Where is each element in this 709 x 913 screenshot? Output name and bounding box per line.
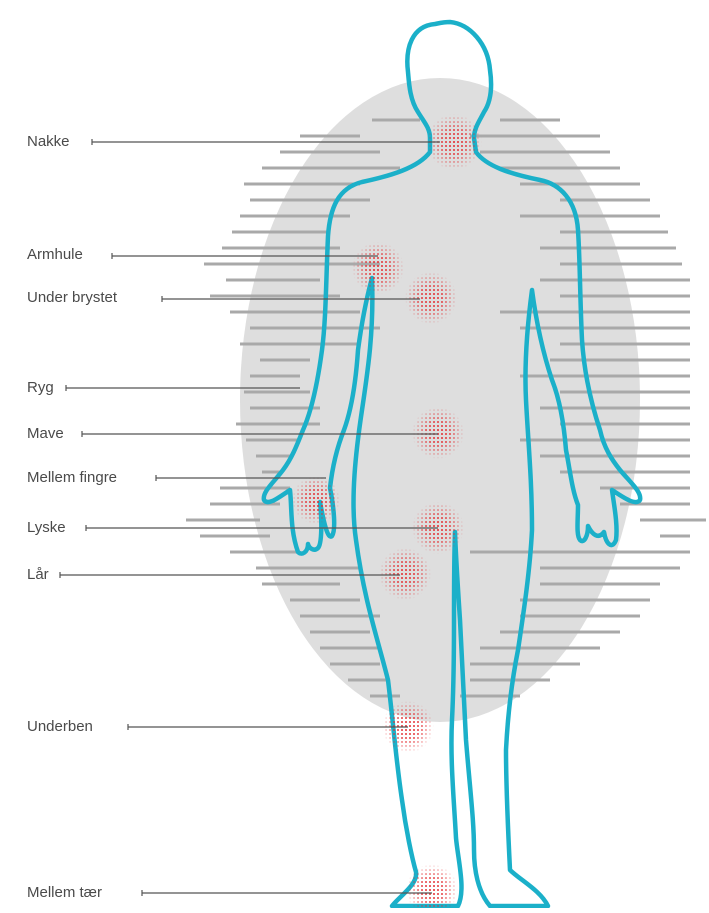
spot-armhule: [352, 242, 404, 294]
spot-mellem-fingre: [292, 476, 340, 524]
label-lyske: Lyske: [27, 519, 66, 537]
label-armhule: Armhule: [27, 246, 83, 264]
label-mave: Mave: [27, 425, 64, 443]
label-underben: Underben: [27, 718, 93, 736]
label-lar: Lår: [27, 566, 49, 584]
spot-mave: [412, 407, 464, 459]
spot-under-brystet: [405, 272, 457, 324]
label-nakke: Nakke: [27, 133, 70, 151]
label-mellem-fingre: Mellem fingre: [27, 469, 117, 487]
label-ryg: Ryg: [27, 379, 54, 397]
spot-lar: [379, 548, 431, 600]
label-mellem-taer: Mellem tær: [27, 884, 102, 902]
label-under-brystet: Under brystet: [27, 289, 117, 307]
background-halo: [240, 78, 640, 722]
